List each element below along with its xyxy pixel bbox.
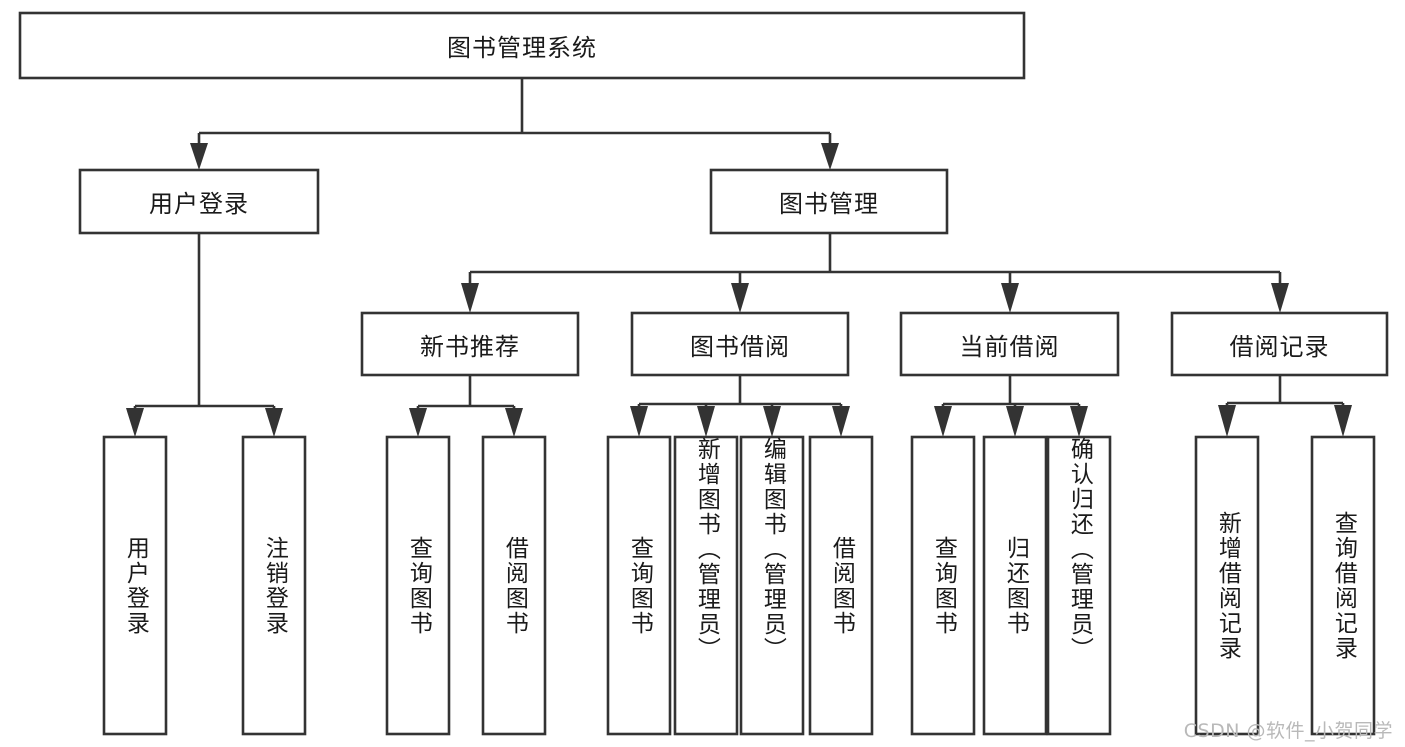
node-box-book-management[interactable] [709,168,949,235]
leaf-box-borrowrecord-2[interactable] [1310,435,1376,736]
arrow-head-leaf-bookborrow-2 [697,406,715,437]
leaf-box-bookborrow-4[interactable] [808,435,874,736]
leaf-box-bookborrow-2[interactable] [673,435,739,736]
arrow-head-newbook [461,283,479,313]
node-box-new-book-recommend[interactable] [360,311,580,377]
csdn-watermark: CSDN @软件_小贺同学 [1183,720,1393,742]
arrow-head-leaf-bookborrow-3 [763,406,781,437]
connector-group-newbook-to-leaves [409,375,523,437]
connector-group-currentborrow-to-leaves [934,375,1088,437]
arrow-head-leaf-newbook-2 [505,408,523,437]
arrow-head-borrowrecord [1271,283,1289,313]
arrow-head-currentborrow [1001,283,1019,313]
arrow-head-leaf-bookborrow-4 [832,406,850,437]
arrow-head-leaf-currentborrow-1 [934,406,952,437]
leaf-box-newbook-2[interactable] [481,435,547,736]
node-box-borrow-record[interactable] [1170,311,1389,377]
node-box-book-borrow[interactable] [630,311,850,377]
connector-group-root-to-level2 [190,78,839,170]
leaf-box-currentborrow-2[interactable] [982,435,1048,736]
leaf-box-user-login-2[interactable] [241,435,307,736]
leaf-box-user-login-1[interactable] [102,435,168,736]
leaf-box-bookborrow-3[interactable] [739,435,805,736]
arrow-head-leaf-user-login-1 [126,408,144,437]
node-box-user-login[interactable] [78,168,320,235]
arrow-head-leaf-newbook-1 [409,408,427,437]
leaf-box-currentborrow-1[interactable] [910,435,976,736]
connector-group-bookmgmt-to-level3 [461,233,1289,313]
arrow-head-leaf-currentborrow-2 [1006,406,1024,437]
arrow-head-leaf-currentborrow-3 [1070,406,1088,437]
arrow-head-leaf-borrowrecord-2 [1334,405,1352,437]
arrow-head-bookborrow [731,283,749,313]
arrow-head-bookmgmt [821,143,839,170]
connector-group-bookborrow-to-leaves [630,375,850,437]
leaf-box-bookborrow-1[interactable] [606,435,672,736]
leaf-box-borrowrecord-1[interactable] [1194,435,1260,736]
leaf-box-newbook-1[interactable] [385,435,451,736]
arrow-head-leaf-bookborrow-1 [630,406,648,437]
leaf-box-currentborrow-3[interactable] [1046,435,1112,736]
arrow-head-leaf-user-login-2 [265,408,283,437]
connector-group-borrowrecord-to-leaves [1218,375,1352,437]
connector-group-userlogin-to-leaves [126,233,283,437]
arrow-head-userlogin [190,143,208,170]
arrow-head-leaf-borrowrecord-1 [1218,405,1236,437]
node-box-current-borrow[interactable] [899,311,1120,377]
node-box-root[interactable] [18,11,1026,80]
